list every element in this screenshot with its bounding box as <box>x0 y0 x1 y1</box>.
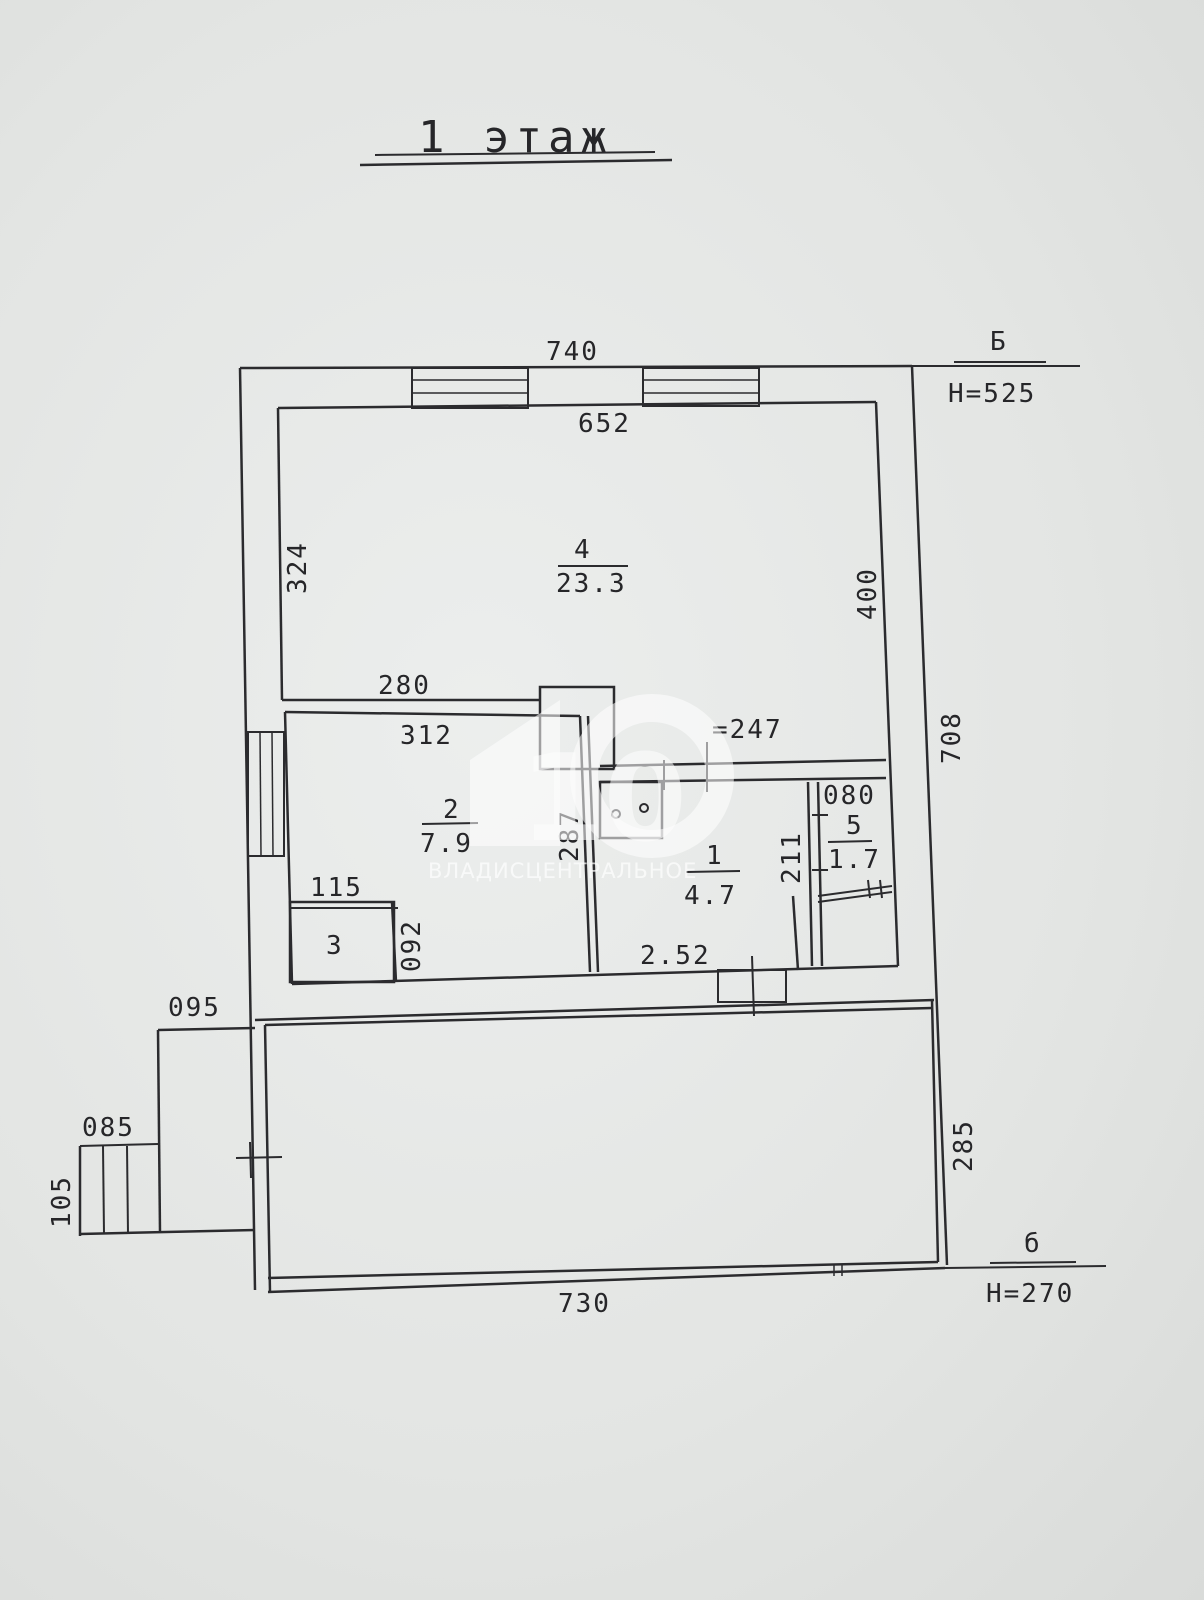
watermark-logo: 10 ВЛАДИСЦЕНТРАЛЬНОЕ <box>428 694 734 883</box>
room-1-fraction-line <box>685 870 741 873</box>
room-2-area: 7.9 <box>420 829 473 859</box>
dim-partition-280: 280 <box>378 671 431 701</box>
room-1-area: 4.7 <box>684 881 737 911</box>
room-2-fraction-line <box>421 822 479 825</box>
dim-room5-width: 080 <box>823 781 876 811</box>
section-b2-underline <box>989 1261 1077 1264</box>
dim-room5-height: 211 <box>777 831 807 884</box>
dim-outer-bottom: 730 <box>558 1289 611 1319</box>
room-4-number: 4 <box>574 535 592 565</box>
section-b2-line <box>944 1265 1107 1269</box>
left-window <box>247 731 285 857</box>
section-mark-lower-letter: б <box>1024 1229 1042 1259</box>
title-underline <box>374 151 656 156</box>
dim-left-room4: 324 <box>283 541 313 594</box>
room-2-number: 2 <box>443 795 461 825</box>
watermark-text: ВЛАДИСЦЕНТРАЛЬНОЕ <box>428 859 697 883</box>
room-5-area: 1.7 <box>828 845 881 875</box>
section-mark-lower-height: Н=270 <box>986 1279 1074 1309</box>
dim-room3-width: 115 <box>310 873 363 903</box>
dim-outer-right: 708 <box>937 711 967 764</box>
veranda <box>235 998 946 1294</box>
dim-right-room4: 400 <box>853 567 883 620</box>
dim-porch-width: 085 <box>82 1113 135 1143</box>
title-underline-2 <box>359 158 673 167</box>
room-3-number: 3 <box>326 931 344 961</box>
dim-room3-height: 092 <box>397 919 427 972</box>
room-4-area: 23.3 <box>556 569 627 599</box>
dim-room2-width: 312 <box>400 721 453 751</box>
watermark-number: 10 <box>520 730 687 869</box>
section-mark-upper-height: Н=525 <box>948 379 1036 409</box>
porch <box>78 1026 256 1236</box>
top-windows <box>411 367 760 409</box>
dim-porch-height: 105 <box>47 1175 77 1228</box>
dim-outer-top: 740 <box>546 337 599 367</box>
dim-veranda-height: 285 <box>949 1119 979 1172</box>
dim-inner-top: 652 <box>578 409 631 439</box>
floor-title: 1 этаж <box>418 112 613 163</box>
room-5-fraction-line <box>827 840 873 843</box>
room-1-number: 1 <box>706 841 724 871</box>
dim-veranda-offset: 095 <box>168 993 221 1023</box>
room-5-number: 5 <box>846 811 864 841</box>
section-mark-upper-letter: Б <box>990 327 1008 357</box>
dim-room1-width: 2.52 <box>640 941 711 971</box>
